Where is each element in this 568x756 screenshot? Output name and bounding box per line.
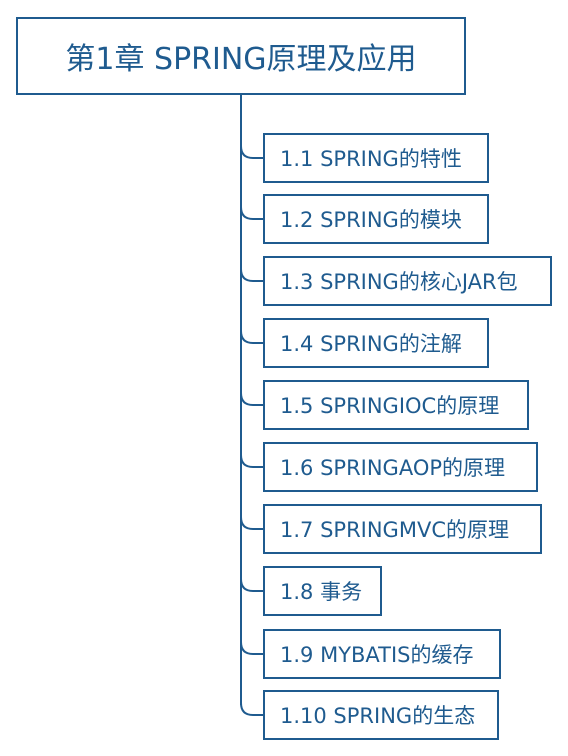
subtopic-label: 1.3 SPRING的核心JAR包 [280,270,518,294]
subtopic-6[interactable]: 1.6 SPRINGAOP的原理 [263,442,538,492]
root-topic[interactable]: 第1章 SPRING原理及应用 [16,17,466,95]
branch-1 [240,145,263,159]
subtopic-8[interactable]: 1.8 事务 [263,566,382,616]
subtopic-label: 1.5 SPRINGIOC的原理 [280,394,500,418]
subtopic-label: 1.4 SPRING的注解 [280,332,462,356]
subtopic-label: 1.2 SPRING的模块 [280,208,462,232]
branch-8 [240,578,263,592]
subtopic-label: 1.1 SPRING的特性 [280,147,462,171]
branch-6 [240,454,263,468]
branch-5 [240,392,263,406]
branch-10 [240,702,263,716]
subtopic-10[interactable]: 1.10 SPRING的生态 [263,690,499,740]
branch-2 [240,206,263,220]
subtopic-label: 1.7 SPRINGMVC的原理 [280,518,509,542]
subtopic-label: 1.8 事务 [280,580,363,604]
subtopic-3[interactable]: 1.3 SPRING的核心JAR包 [263,256,552,306]
branch-7 [240,516,263,530]
subtopic-2[interactable]: 1.2 SPRING的模块 [263,194,489,244]
root-topic-label: 第1章 SPRING原理及应用 [65,42,417,77]
subtopic-7[interactable]: 1.7 SPRINGMVC的原理 [263,504,542,554]
branch-3 [240,268,263,282]
subtopic-5[interactable]: 1.5 SPRINGIOC的原理 [263,380,529,430]
subtopic-9[interactable]: 1.9 MYBATIS的缓存 [263,629,501,679]
subtopic-label: 1.9 MYBATIS的缓存 [280,643,474,667]
branch-4 [240,330,263,344]
subtopic-4[interactable]: 1.4 SPRING的注解 [263,318,489,368]
subtopic-1[interactable]: 1.1 SPRING的特性 [263,133,489,183]
branch-9 [240,641,263,655]
subtopic-label: 1.6 SPRINGAOP的原理 [280,456,506,480]
subtopic-label: 1.10 SPRING的生态 [280,704,476,728]
